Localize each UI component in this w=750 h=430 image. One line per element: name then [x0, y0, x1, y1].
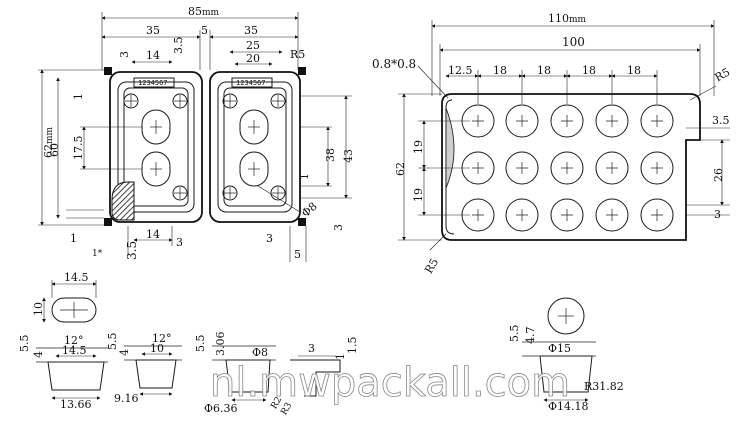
left-view: 85mm 35 35 5 14 25 20 3 3.5 R5 1234567: [38, 5, 355, 262]
round-radius: R31.82: [584, 380, 624, 393]
right-pitch-h-2: 18: [537, 64, 551, 77]
right-radius-top: R5: [713, 65, 733, 84]
cup2-bottom: 9.16: [114, 392, 139, 405]
right-view: 110mm 100 0.8*0.8 12.5 18 18 18 18 R5: [372, 12, 732, 276]
slot-height: 10: [32, 302, 45, 316]
left-offset-35: 3.5: [172, 37, 185, 55]
left-side-1b: 1: [70, 232, 77, 245]
left-gap: 5: [201, 24, 208, 37]
right-side-35: 3.5: [712, 114, 730, 127]
right-pitch-38: 38: [324, 148, 337, 162]
right-side-3: 3: [332, 224, 345, 231]
round-h2: 4.7: [524, 327, 537, 345]
cup3-h1: 5.5: [194, 335, 207, 353]
cup2-h1: 5.5: [106, 333, 119, 351]
round-dia: Φ15: [548, 342, 571, 355]
cup1-bottom: 13.66: [60, 398, 92, 411]
right-inner-20: 20: [246, 52, 260, 65]
right-height: 62: [394, 162, 407, 176]
left-height-inner: 60: [48, 143, 61, 157]
cup2-h2: 4: [118, 349, 131, 356]
cup3-h2: 3.06: [214, 332, 227, 357]
right-pitch-43: 43: [342, 149, 355, 163]
left-half-a: 35: [146, 24, 160, 37]
cup2-top: 10: [150, 342, 164, 355]
right-inner-25: 25: [246, 39, 260, 52]
bottom-5: 5: [294, 248, 301, 261]
bottom-3: 3: [176, 236, 183, 249]
round-h1: 5.5: [508, 325, 521, 343]
bottom-14: 14: [146, 228, 160, 241]
round-bottom: Φ14.18: [548, 400, 589, 413]
cup1-top: 14.5: [62, 344, 87, 357]
slot-width: 14.5: [64, 271, 89, 284]
right-overall-width: 110mm: [548, 12, 587, 25]
detail-views: 14.5 10 14.5 12° 5.5 4 13.66 10 12° 5.5 …: [18, 271, 624, 417]
cup3-bottom: Φ6.36: [204, 402, 238, 415]
right-pitch-v-2: 19: [412, 188, 425, 202]
cup1-angle: 12°: [64, 334, 84, 347]
right-pitch-h-4: 18: [627, 64, 641, 77]
left-overall-width: 85mm: [188, 5, 220, 18]
right-label-text: 1234567: [236, 79, 266, 87]
left-height-overall: 62mm: [42, 126, 55, 158]
watermark-text: nl.mwpackall.com: [210, 360, 570, 406]
left-inner-14: 14: [146, 49, 160, 62]
right-side-1: 1: [298, 173, 311, 180]
left-side-1: 1: [72, 93, 85, 100]
right-pitch-h-3: 18: [582, 64, 596, 77]
tab-1: 1: [334, 353, 347, 360]
right-side-3: 3: [714, 208, 721, 221]
bottom-3b: 3: [266, 232, 273, 245]
left-radius: R5: [290, 48, 305, 61]
cup1-h1: 5.5: [18, 335, 31, 353]
cup1-h2: 4: [32, 351, 45, 358]
detail-mark: 1*: [92, 249, 103, 259]
left-pitch-v: 17.5: [72, 136, 85, 161]
left-dia-8: Φ8: [299, 200, 320, 220]
right-pitch-h-1: 18: [493, 64, 507, 77]
right-pitch-first: 12.5: [448, 64, 473, 77]
right-pitch-v-1: 19: [412, 140, 425, 154]
right-side-26: 26: [712, 168, 725, 182]
cavity-grid: [461, 104, 674, 232]
left-half-b: 35: [244, 24, 258, 37]
right-edge-label: 0.8*0.8: [372, 57, 416, 71]
bottom-35: 3.5: [125, 241, 139, 260]
tab-15: 1.5: [346, 337, 359, 355]
right-inner-width: 100: [562, 35, 585, 49]
left-offset-3: 3: [118, 51, 131, 58]
tab-3: 3: [308, 342, 315, 355]
cup3-dia: Φ8: [252, 346, 268, 359]
left-label-text: 1234567: [138, 79, 168, 87]
cup2-angle: 12°: [152, 332, 172, 345]
right-radius-bottom: R5: [422, 256, 441, 276]
